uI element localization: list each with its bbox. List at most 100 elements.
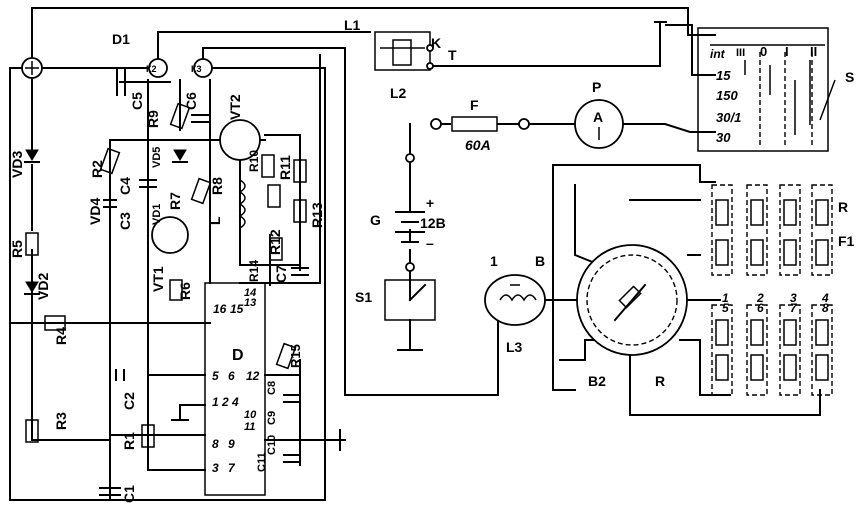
label-pin-8: 8: [212, 437, 219, 451]
relay-l1-l2: [374, 31, 434, 71]
k2-terminal: [148, 58, 168, 78]
label-plug-7: 7: [790, 301, 798, 315]
label-b2: B2: [588, 373, 606, 389]
label-r11: R11: [277, 155, 293, 180]
label-c5: C5: [129, 92, 145, 110]
label-l1: L1: [344, 17, 361, 33]
distributor-b2: [576, 244, 688, 356]
label-r13: R13: [309, 202, 325, 228]
label-r4: R4: [53, 327, 69, 345]
label-pin-2: 2: [221, 395, 229, 409]
label-a: A: [593, 109, 603, 125]
label-plug-2: 2: [756, 291, 764, 305]
label-plug-8: 8: [822, 301, 829, 315]
wires: [9, 7, 821, 501]
label-pin-16: 16: [213, 302, 227, 316]
label-sw-int: int: [710, 47, 726, 61]
label-f1: F1: [838, 233, 855, 249]
label-c11: C11: [256, 452, 268, 472]
k3-terminal: [193, 58, 213, 78]
label-plug-4: 4: [821, 291, 829, 305]
label-sw-2: II: [810, 44, 817, 59]
label-plug-5: 5: [722, 301, 729, 315]
label-k2: К2: [146, 64, 157, 74]
label-r10: R10: [247, 150, 261, 172]
label-sw-15: 15: [716, 68, 731, 83]
label-sw-150: 150: [716, 88, 738, 103]
label-r-dist: R: [655, 373, 665, 389]
resistors: [25, 102, 307, 448]
label-k: K: [431, 35, 441, 51]
label-plug-1: 1: [722, 291, 729, 305]
transistor-vt2: [219, 119, 261, 161]
label-sw-1: I: [785, 44, 789, 59]
labels: D1 L1 L2 K T P A F 60A S int III 0 I II …: [112, 17, 855, 475]
label-c2: C2: [121, 392, 137, 410]
label-pin-5: 5: [212, 369, 219, 383]
diodes: [24, 149, 188, 295]
ic-d: [204, 282, 266, 496]
label-vd3: VD3: [9, 151, 25, 178]
label-r-right: R: [838, 199, 848, 215]
rotated-labels: C5 R9 C6 VT2 VD5 R8 R10 R11 R2 C4 R7 C3 …: [9, 92, 325, 503]
label-pin-10: 10: [244, 409, 257, 421]
label-p: P: [592, 79, 601, 95]
label-vd2: VD2: [35, 273, 51, 300]
label-d: D: [232, 347, 244, 364]
label-f: F: [470, 97, 479, 113]
label-vt2: VT2: [227, 94, 243, 120]
label-pin-3: 3: [212, 461, 219, 475]
label-r9: R9: [145, 110, 161, 128]
inductor-l: [238, 179, 246, 229]
label-d1: D1: [112, 31, 130, 47]
label-b: B: [535, 253, 545, 269]
label-sw-301: 30/1: [716, 110, 741, 125]
label-plug-6: 6: [757, 301, 764, 315]
label-r7: R7: [167, 192, 183, 210]
ignition-switch-s: [697, 27, 836, 152]
label-sw-3: III: [736, 47, 745, 59]
label-minus: –: [426, 235, 434, 251]
label-plus: +: [426, 195, 434, 211]
label-pin-6: 6: [228, 369, 235, 383]
plug-wires: [711, 184, 833, 396]
label-1: 1: [490, 253, 498, 269]
label-c6: C6: [183, 92, 199, 110]
label-t: T: [448, 47, 457, 63]
label-c3: C3: [117, 212, 133, 230]
label-r6: R6: [177, 282, 193, 300]
d1-plus-terminal: [21, 57, 43, 79]
ignition-coil-b: [484, 274, 546, 326]
label-r1: R1: [121, 432, 137, 450]
label-pin-11: 11: [244, 421, 255, 433]
label-r12: R12: [267, 229, 283, 255]
label-pin-9: 9: [228, 437, 235, 451]
label-r15: R15: [288, 344, 303, 368]
label-plug-3: 3: [790, 291, 797, 305]
label-r3: R3: [53, 412, 69, 430]
label-s: S: [845, 69, 854, 85]
label-sw-0: 0: [760, 44, 767, 59]
capacitors: [99, 69, 309, 496]
label-c10: C10: [266, 435, 278, 455]
label-pin-15: 15: [230, 302, 244, 316]
label-vd4: VD4: [87, 198, 103, 225]
label-12b: 12B: [420, 215, 446, 231]
label-c1: C1: [121, 485, 137, 503]
label-pin-12: 12: [246, 369, 260, 383]
battery-g: [395, 153, 425, 272]
switch-s1: [384, 279, 436, 321]
label-vd5: VD5: [151, 147, 163, 168]
label-pin-13: 13: [244, 297, 256, 309]
label-pin-7: 7: [228, 461, 236, 475]
label-pin-1: 1: [212, 395, 219, 409]
label-l3: L3: [506, 339, 523, 355]
label-vd1: VD1: [151, 204, 163, 225]
label-c4: C4: [117, 177, 133, 195]
label-pin-14: 14: [244, 287, 256, 299]
label-c8: C8: [266, 381, 278, 395]
label-r5: R5: [9, 240, 25, 258]
label-c7: C7: [273, 265, 289, 283]
